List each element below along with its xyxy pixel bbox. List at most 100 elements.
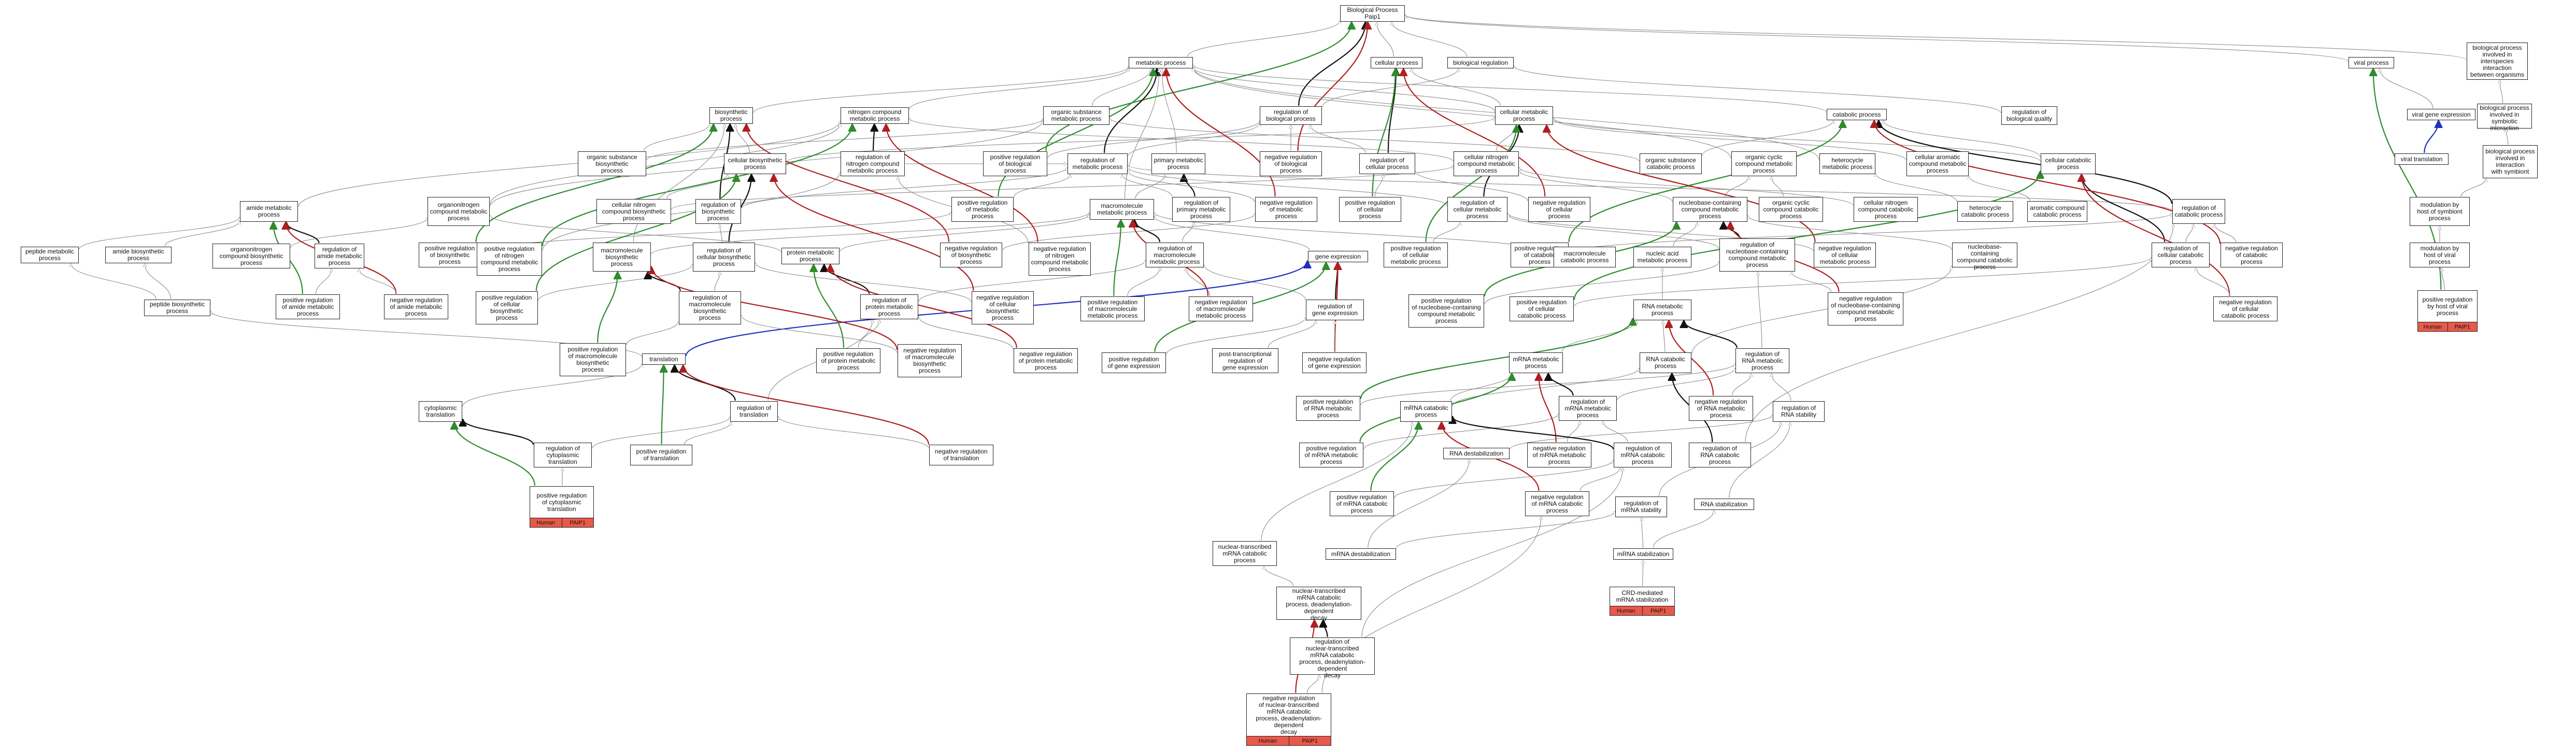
go-term-node[interactable]: mRNA catabolic process bbox=[1400, 401, 1452, 422]
go-term-node[interactable]: regulation of mRNA catabolic process bbox=[1614, 443, 1672, 467]
go-term-node[interactable]: regulation of cellular metabolic process bbox=[1447, 197, 1507, 222]
go-term-node[interactable]: cellular nitrogen compound biosynthetic … bbox=[596, 199, 671, 224]
go-term-node[interactable]: peptide metabolic process bbox=[21, 247, 79, 263]
go-term-node[interactable]: positive regulation of nucleobase-contai… bbox=[1408, 294, 1484, 328]
go-term-node[interactable]: negative regulation of cellular biosynth… bbox=[972, 291, 1034, 324]
go-term-node[interactable]: regulation of nuclear-transcribed mRNA c… bbox=[1290, 637, 1375, 679]
go-term-node[interactable]: positive regulation by host of viral pro… bbox=[2417, 290, 2478, 332]
go-term-node[interactable]: regulation of gene expression bbox=[1306, 300, 1364, 320]
go-term-node[interactable]: peptide biosynthetic process bbox=[144, 300, 210, 316]
go-term-node[interactable]: positive regulation of cellular biosynth… bbox=[476, 291, 538, 324]
go-term-node[interactable]: positive regulation of metabolic process bbox=[951, 197, 1014, 222]
go-term-node[interactable]: primary metabolic process bbox=[1151, 153, 1205, 174]
go-term-node[interactable]: mRNA stabilization bbox=[1613, 548, 1673, 560]
go-term-node[interactable]: viral translation bbox=[2395, 153, 2449, 165]
go-term-node[interactable]: positive regulation of mRNA catabolic pr… bbox=[1330, 491, 1394, 516]
go-term-node[interactable]: RNA stabilization bbox=[1694, 499, 1754, 510]
go-term-node[interactable]: negative regulation of nuclear-transcrib… bbox=[1246, 693, 1331, 746]
go-term-node[interactable]: viral process bbox=[2349, 57, 2394, 68]
go-term-node[interactable]: regulation of mRNA metabolic process bbox=[1559, 396, 1617, 421]
go-term-node[interactable]: post-transcriptional regulation of gene … bbox=[1212, 348, 1278, 373]
go-term-node[interactable]: negative regulation of biosynthetic proc… bbox=[940, 243, 1002, 267]
go-term-node[interactable]: negative regulation of cellular process bbox=[1528, 197, 1590, 222]
go-term-node[interactable]: regulation of nitrogen compound metaboli… bbox=[841, 151, 905, 176]
go-term-node[interactable]: negative regulation of mRNA catabolic pr… bbox=[1525, 491, 1589, 516]
go-term-node[interactable]: regulation of translation bbox=[730, 401, 778, 422]
go-term-node[interactable]: positive regulation of cellular cataboli… bbox=[1510, 296, 1574, 321]
go-term-node[interactable]: regulation of catabolic process bbox=[2172, 199, 2225, 224]
go-term-node[interactable]: RNA destabilization bbox=[1443, 448, 1510, 459]
go-term-node[interactable]: positive regulation of RNA metabolic pro… bbox=[1296, 396, 1360, 421]
go-term-node[interactable]: nucleobase-containing compound catabolic… bbox=[1952, 243, 2017, 271]
go-term-node[interactable]: positive regulation of gene expression bbox=[1102, 352, 1166, 373]
go-term-node[interactable]: negative regulation of gene expression bbox=[1302, 352, 1367, 373]
go-term-node[interactable]: regulation of mRNA stability bbox=[1615, 496, 1667, 517]
go-term-node[interactable]: nuclear-transcribed mRNA catabolic proce… bbox=[1276, 587, 1361, 621]
go-term-node[interactable]: negative regulation of translation bbox=[929, 445, 993, 465]
go-term-node[interactable]: regulation of biosynthetic process bbox=[695, 199, 741, 224]
go-term-node[interactable]: regulation of RNA catabolic process bbox=[1689, 443, 1751, 467]
go-term-node[interactable]: regulation of cellular process bbox=[1359, 153, 1415, 174]
go-term-node[interactable]: organonitrogen compound metabolic proces… bbox=[428, 197, 490, 226]
go-term-node[interactable]: negative regulation of cellular cataboli… bbox=[2213, 296, 2278, 321]
go-term-node[interactable]: organic cyclic compound catabolic proces… bbox=[1759, 197, 1823, 222]
go-term-node[interactable]: positive regulation of translation bbox=[630, 445, 692, 465]
go-term-node[interactable]: regulation of cellular catabolic process bbox=[2152, 243, 2210, 267]
go-term-node[interactable]: organic substance metabolic process bbox=[1043, 106, 1109, 125]
go-term-node[interactable]: negative regulation of nitrogen compound… bbox=[1029, 243, 1091, 276]
go-term-node[interactable]: organic substance biosynthetic process bbox=[578, 151, 646, 176]
go-term-node[interactable]: protein metabolic process bbox=[781, 248, 839, 264]
go-term-node[interactable]: nitrogen compound metabolic process bbox=[841, 107, 909, 124]
go-term-node[interactable]: amide metabolic process bbox=[240, 201, 298, 222]
go-term-node[interactable]: negative regulation of catabolic process bbox=[2221, 243, 2283, 267]
go-term-node[interactable]: negative regulation of protein metabolic… bbox=[1014, 348, 1078, 373]
go-term-node[interactable]: positive regulation of cellular process bbox=[1339, 197, 1401, 222]
go-term-node[interactable]: negative regulation of macromolecule bio… bbox=[898, 344, 962, 377]
go-term-node[interactable]: macromolecule catabolic process bbox=[1554, 247, 1616, 267]
go-term-node[interactable]: regulation of protein metabolic process bbox=[860, 294, 918, 319]
go-term-node[interactable]: cellular catabolic process bbox=[2041, 153, 2096, 174]
go-term-node[interactable]: regulation of amide metabolic process bbox=[315, 244, 364, 268]
go-term-node[interactable]: negative regulation of mRNA metabolic pr… bbox=[1527, 443, 1591, 467]
go-term-node[interactable]: biological process involved in interspec… bbox=[2467, 42, 2528, 80]
go-term-node[interactable]: organic cyclic compound metabolic proces… bbox=[1731, 151, 1797, 176]
go-term-node[interactable]: biosynthetic process bbox=[709, 107, 753, 124]
go-term-node[interactable]: heterocycle catabolic process bbox=[1957, 201, 2013, 222]
go-term-node[interactable]: negative regulation of RNA metabolic pro… bbox=[1689, 396, 1753, 421]
go-term-node[interactable]: negative regulation of nucleobase-contai… bbox=[1828, 292, 1903, 325]
go-term-node[interactable]: positive regulation of biosynthetic proc… bbox=[419, 243, 481, 267]
go-term-node[interactable]: positive regulation of macromolecule bio… bbox=[560, 343, 626, 376]
go-term-node[interactable]: cellular nitrogen compound metabolic pro… bbox=[1454, 151, 1519, 176]
go-term-node[interactable]: regulation of RNA metabolic process bbox=[1735, 348, 1789, 373]
go-term-node[interactable]: nuclear-transcribed mRNA catabolic proce… bbox=[1213, 541, 1277, 566]
go-term-node[interactable]: negative regulation of macromolecule met… bbox=[1189, 296, 1253, 321]
go-term-node[interactable]: modulation by host of viral process bbox=[2410, 243, 2470, 267]
go-term-node[interactable]: nucleic acid metabolic process bbox=[1633, 247, 1691, 267]
go-term-node[interactable]: macromolecule biosynthetic process bbox=[593, 243, 651, 272]
go-term-node[interactable]: cellular process bbox=[1371, 57, 1422, 68]
go-term-node[interactable]: negative regulation of amide metabolic p… bbox=[384, 294, 448, 319]
go-term-node[interactable]: nucleobase-containing compound metabolic… bbox=[1673, 197, 1747, 222]
go-term-node[interactable]: gene expression bbox=[1308, 251, 1368, 262]
go-term-node[interactable]: catabolic process bbox=[1827, 109, 1887, 120]
go-term-node[interactable]: negative regulation of biological proces… bbox=[1260, 151, 1322, 176]
go-term-node[interactable]: heterocycle metabolic process bbox=[1819, 153, 1875, 174]
go-term-node[interactable]: positive regulation of cytoplasmic trans… bbox=[530, 486, 594, 528]
go-term-node[interactable]: biological regulation bbox=[1447, 57, 1514, 68]
go-term-node[interactable]: positive regulation of mRNA metabolic pr… bbox=[1299, 443, 1363, 467]
go-term-node[interactable]: positive regulation of macromolecule met… bbox=[1080, 296, 1145, 321]
go-term-node[interactable]: cytoplasmic translation bbox=[419, 401, 462, 422]
go-term-node[interactable]: regulation of primary metabolic process bbox=[1172, 197, 1230, 222]
go-term-node[interactable]: modulation by host of symbiont process bbox=[2410, 197, 2470, 226]
go-term-node[interactable]: amide biosynthetic process bbox=[105, 247, 172, 263]
go-term-node[interactable]: macromolecule metabolic process bbox=[1090, 199, 1154, 220]
go-term-node[interactable]: positive regulation of biological proces… bbox=[983, 151, 1047, 176]
go-term-node[interactable]: aromatic compound catabolic process bbox=[2027, 201, 2087, 222]
go-term-node[interactable]: RNA metabolic process bbox=[1633, 300, 1691, 320]
go-term-node[interactable]: mRNA metabolic process bbox=[1509, 352, 1563, 373]
go-term-node[interactable]: negative regulation of cellular metaboli… bbox=[1814, 243, 1876, 267]
go-term-node[interactable]: regulation of RNA stability bbox=[1773, 401, 1825, 422]
go-term-node[interactable]: translation bbox=[642, 353, 686, 365]
go-term-node[interactable]: regulation of biological process bbox=[1260, 106, 1322, 125]
go-term-node[interactable]: positive regulation of protein metabolic… bbox=[816, 348, 880, 373]
